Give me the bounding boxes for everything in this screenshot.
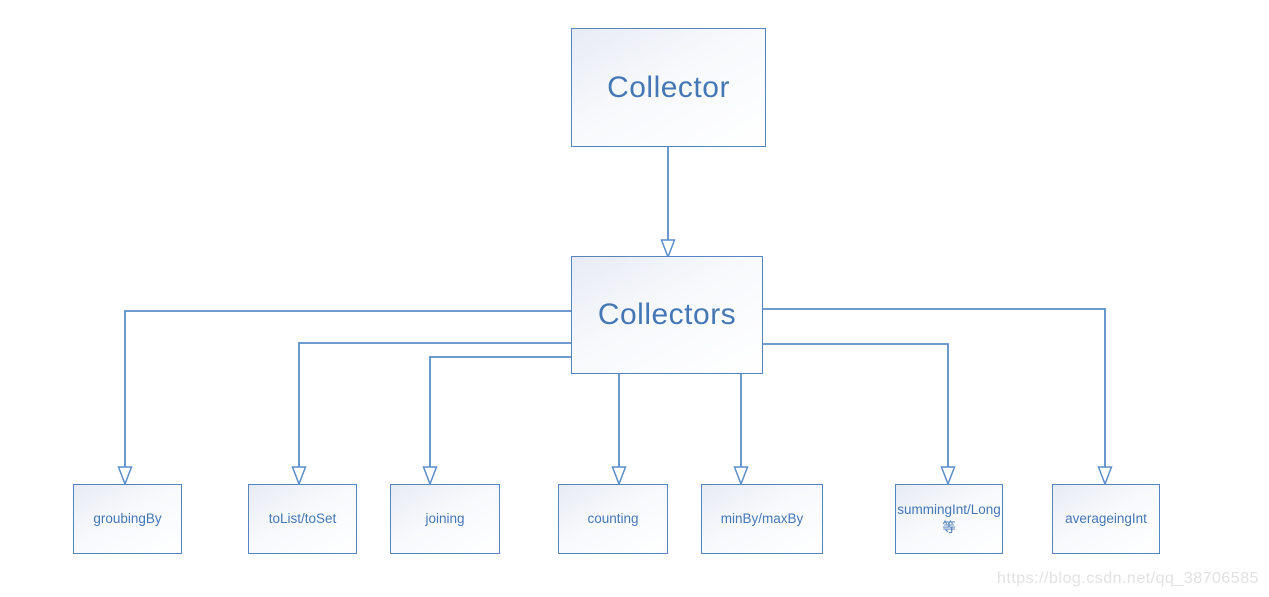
node-collector: Collector [571, 28, 766, 147]
arrowhead-joining [422, 466, 438, 487]
arrowhead-collectors [660, 239, 676, 260]
csdn-watermark: https://blog.csdn.net/qq_38706585 [996, 570, 1259, 587]
edge-collectors-to-summingint [763, 343, 949, 467]
edge-collectors-to-groubingby [124, 310, 571, 467]
node-tolist-toset: toList/toSet [248, 484, 357, 554]
arrowhead-counting [611, 466, 627, 487]
node-groubingby: groubingBy [73, 484, 182, 554]
arrowhead-tolist [291, 466, 307, 487]
edge-collectors-to-joining [429, 356, 571, 467]
arrowhead-averageingint [1097, 466, 1113, 487]
node-summingint-long: summingInt/Long等 [895, 484, 1003, 554]
arrowhead-groubingby [117, 466, 133, 487]
arrowhead-summingint [940, 466, 956, 487]
arrowhead-minby [733, 466, 749, 487]
edge-collectors-to-tolist [298, 342, 571, 467]
node-minby-maxby: minBy/maxBy [701, 484, 823, 554]
node-averageingint: averageingInt [1052, 484, 1160, 554]
node-counting: counting [558, 484, 668, 554]
node-collectors: Collectors [571, 256, 763, 374]
node-joining: joining [390, 484, 500, 554]
edge-collectors-to-averageingint [763, 308, 1106, 467]
